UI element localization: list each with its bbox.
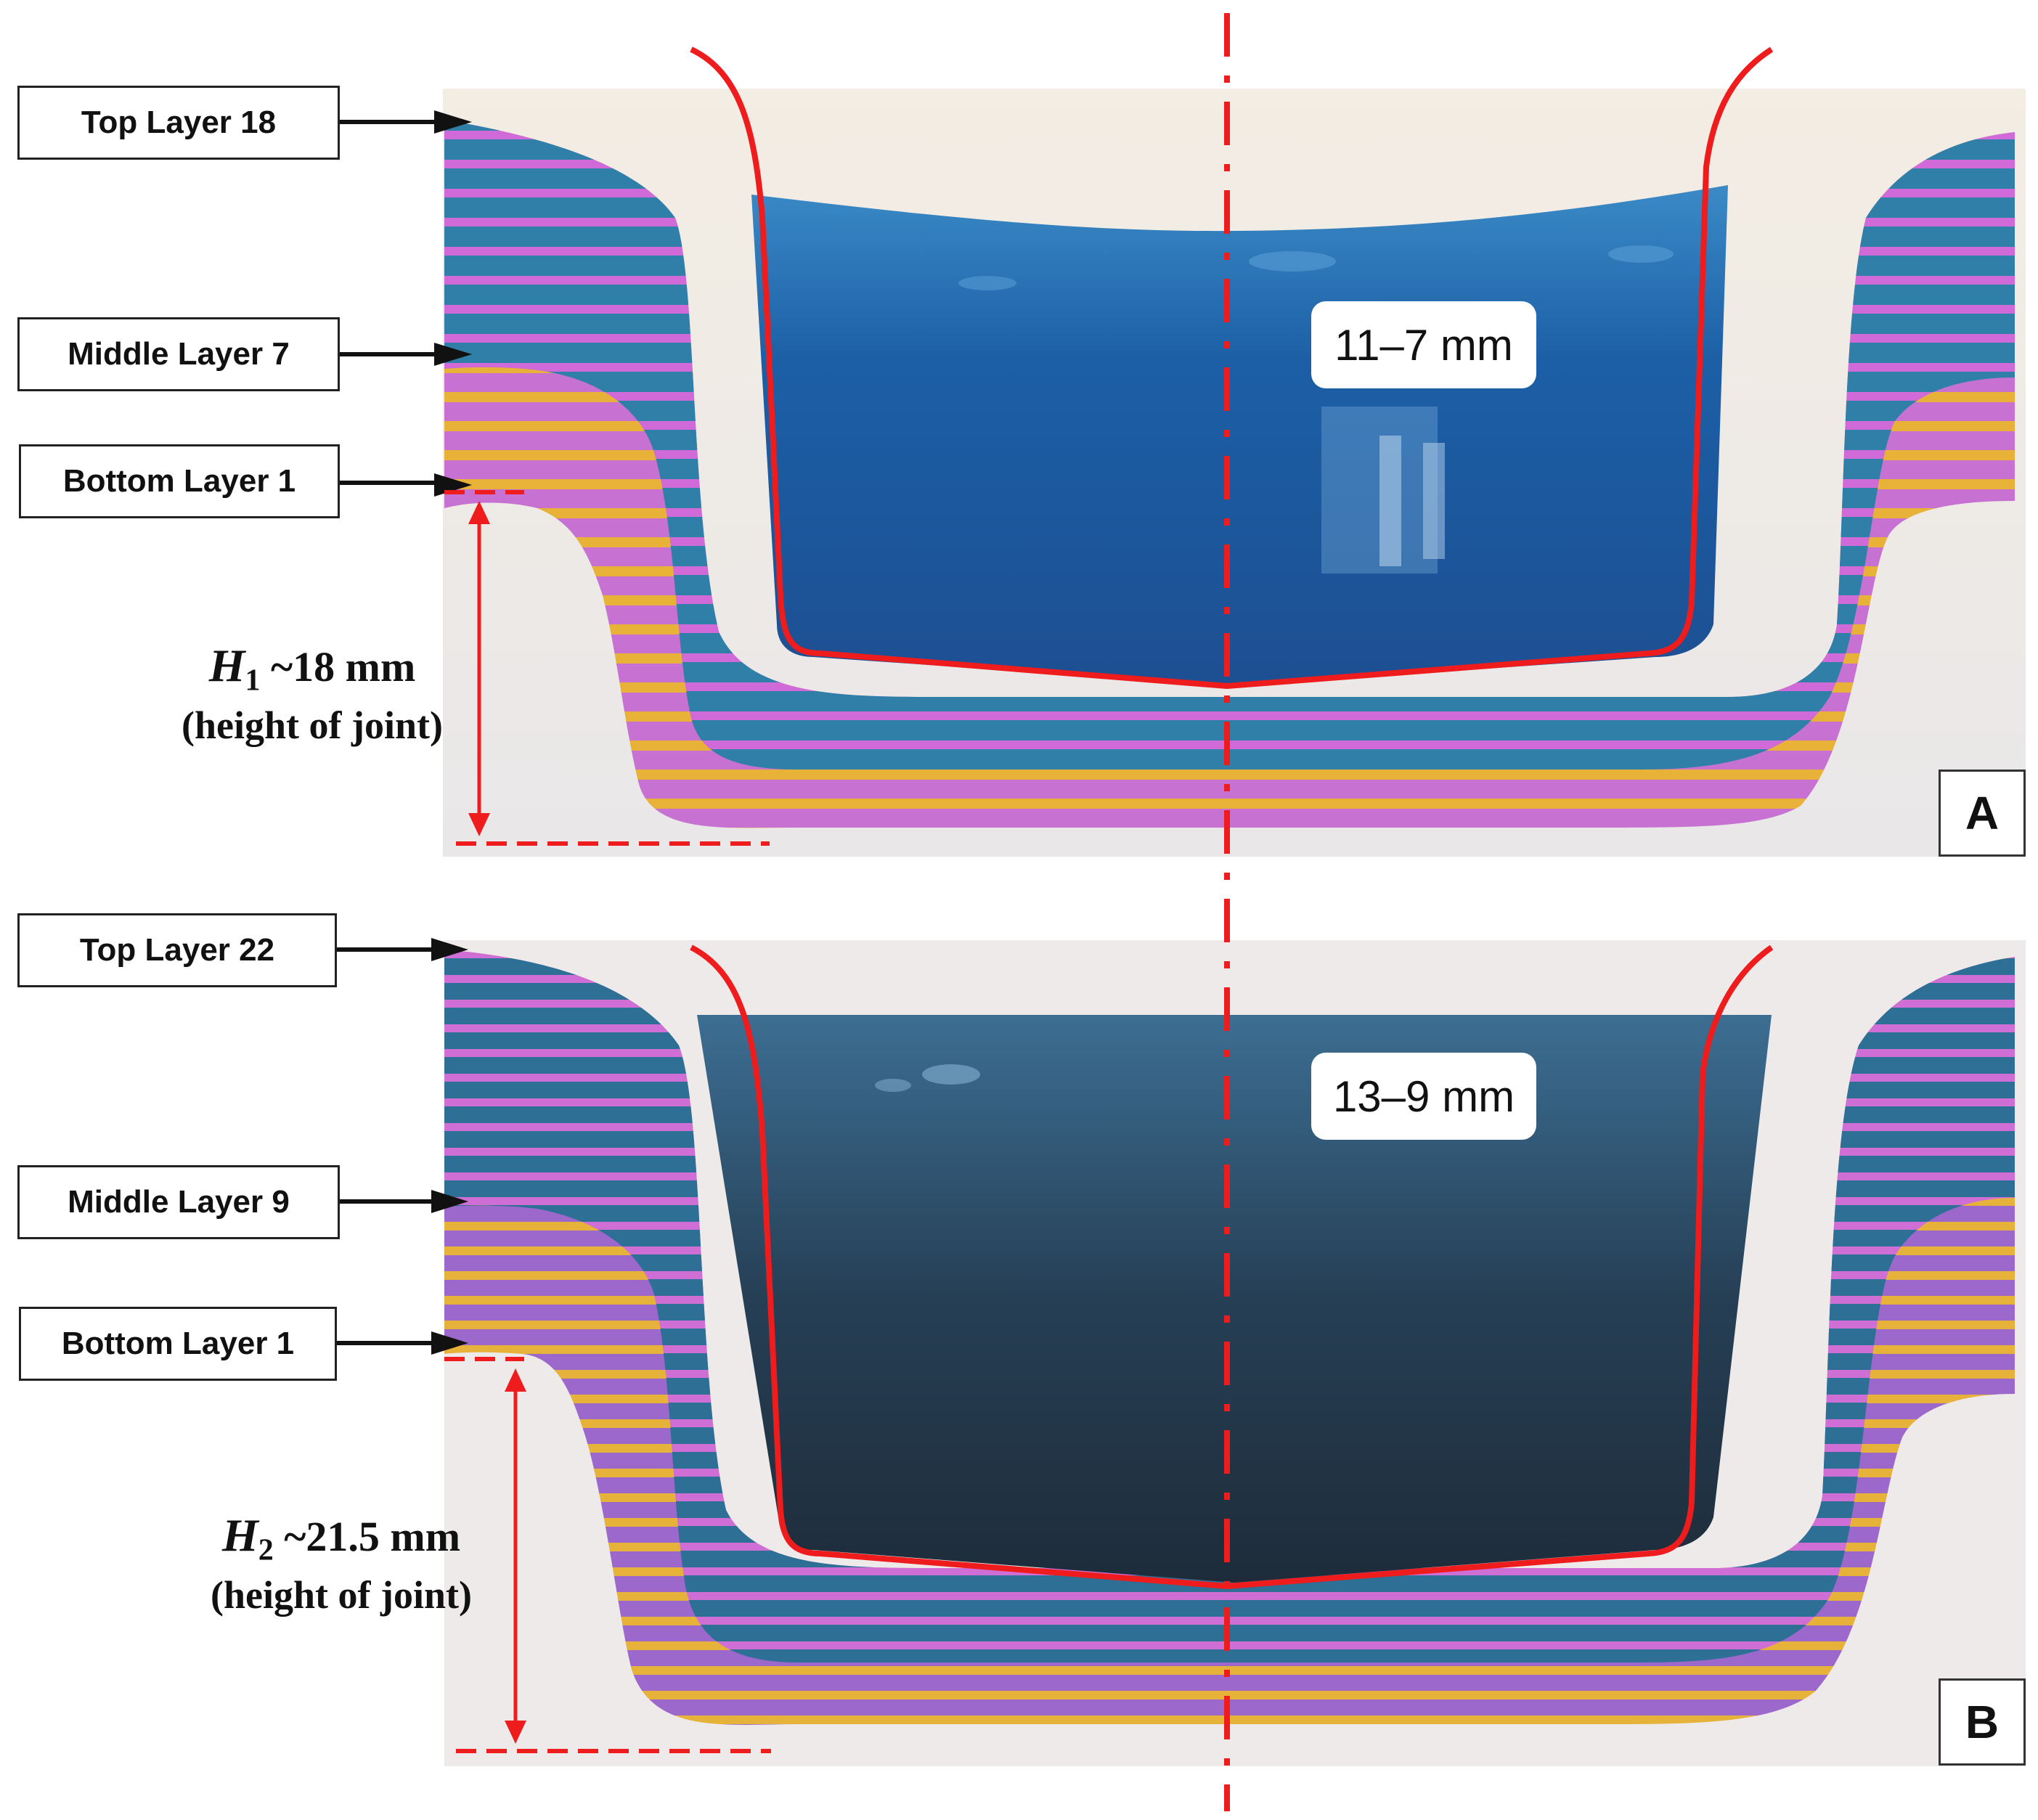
panel-a-profile-line (690, 46, 1774, 690)
panel-b-water (697, 1015, 1772, 1583)
panel-b-profile-line (690, 944, 1774, 1590)
panel-a-specimen-upper (444, 120, 2015, 770)
panel-a-water (751, 185, 1728, 686)
panel-b-height-desc: (height of joint) (211, 1572, 472, 1617)
panel-b-height-symbol: H (221, 1509, 258, 1561)
panel-b-arrows (336, 938, 468, 1355)
panel-b-middle-layer-label: Middle Layer 9 (17, 1165, 340, 1239)
panel-b-measure-badge: 13–9 mm (1311, 1053, 1536, 1140)
panel-b-height-marker (444, 1357, 771, 1753)
panel-b-letter: B (1939, 1678, 2026, 1766)
panel-b-photo (444, 940, 2026, 1766)
panel-a-middle-layer-label: Middle Layer 7 (17, 317, 340, 391)
panel-b-height-label: H2 ~21.5 mm (height of joint) (174, 1509, 508, 1617)
panel-a-height-desc: (height of joint) (182, 703, 443, 747)
panel-a-height-marker (444, 490, 770, 846)
panel-a-height-symbol: H (208, 640, 245, 691)
panel-a-height-subscript: 1 (245, 664, 261, 698)
panel-b-bottom-layer-label: Bottom Layer 1 (19, 1307, 337, 1381)
panel-b-height-value: ~21.5 mm (273, 1513, 461, 1560)
panel-b-height-subscript: 2 (258, 1533, 274, 1567)
panel-a-top-layer-label: Top Layer 18 (17, 86, 340, 160)
panel-a-arrows (340, 110, 472, 497)
panel-a-height-label: H1 ~18 mm (height of joint) (145, 639, 479, 748)
panel-b-top-layer-label: Top Layer 22 (17, 913, 337, 987)
panel-a-height-value: ~18 mm (260, 643, 416, 690)
panel-a-letter: A (1939, 770, 2026, 857)
panel-a-photo (443, 89, 2026, 857)
panel-a-bottom-layer-label: Bottom Layer 1 (19, 444, 340, 518)
panel-b-specimen-upper (444, 950, 2015, 1662)
panel-a-measure-badge: 11–7 mm (1311, 301, 1536, 388)
